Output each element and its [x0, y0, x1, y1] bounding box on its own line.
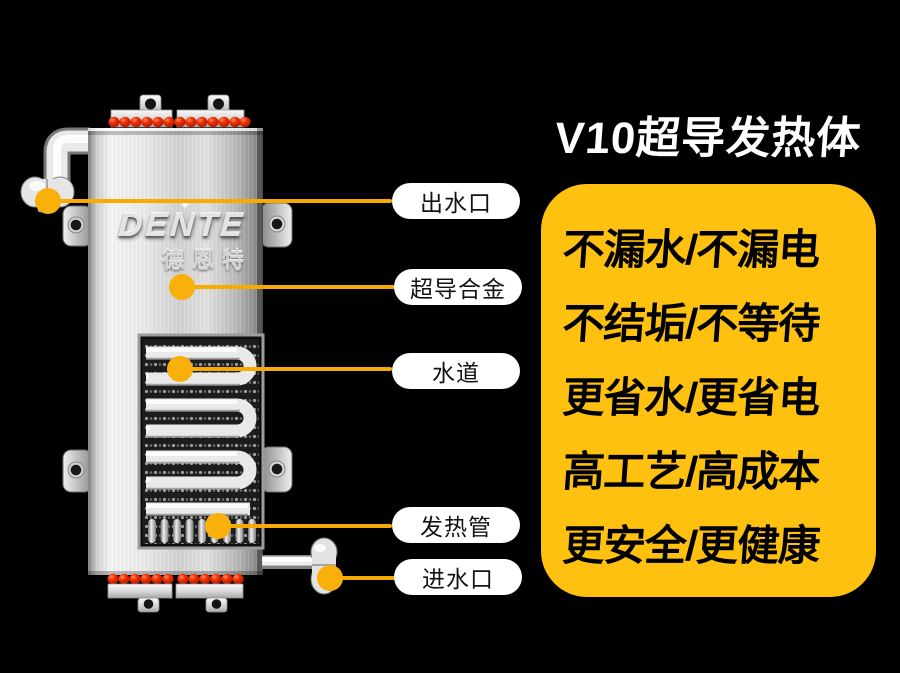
- callout-text: 进水口: [422, 566, 494, 592]
- feature-line: 高工艺/高成本: [561, 447, 822, 495]
- bottom-terminals: [107, 573, 244, 585]
- callout-label-outlet: 出水口: [392, 183, 520, 219]
- callout-line-tube: [218, 524, 392, 528]
- feature-panel: 不漏水/不漏电 不结垢/不等待 更省水/更省电 高工艺/高成本 更安全/更健康: [541, 184, 876, 597]
- callout-line-outlet: [48, 199, 392, 203]
- callout-dot-outlet: [35, 188, 61, 214]
- heating-coil: [146, 346, 257, 516]
- heating-tubes-vertical: [148, 519, 256, 543]
- callout-dot-inlet: [317, 565, 343, 591]
- brand-logo-chinese: 德恩特: [161, 248, 252, 273]
- callout-label-tube: 发热管: [392, 507, 520, 543]
- mounting-ears: [62, 202, 293, 493]
- feature-line: 不结垢/不等待: [561, 299, 822, 347]
- bottom-terminal-blocks: [107, 583, 244, 613]
- product-title: V10超导发热体: [553, 114, 864, 163]
- callout-dot-tube: [205, 513, 231, 539]
- callout-text: 发热管: [420, 514, 492, 540]
- callout-label-alloy: 超导合金: [394, 269, 522, 305]
- callout-label-inlet: 进水口: [394, 559, 522, 595]
- callout-label-channel: 水道: [392, 353, 520, 389]
- top-terminals: [108, 116, 251, 128]
- callout-line-channel: [180, 367, 392, 371]
- callout-dot-alloy: [169, 274, 195, 300]
- callout-text: 水道: [432, 360, 480, 386]
- callout-line-alloy: [182, 285, 395, 289]
- callout-text: 出水口: [420, 190, 492, 216]
- feature-line: 更安全/更健康: [561, 521, 822, 569]
- feature-line: 不漏水/不漏电: [561, 225, 822, 273]
- callout-text: 超导合金: [410, 276, 506, 302]
- outlet-pipe: [20, 127, 90, 213]
- callout-line-inlet: [330, 576, 395, 580]
- feature-line: 更省水/更省电: [561, 373, 822, 421]
- callout-dot-channel: [167, 356, 193, 382]
- sparkle-icon: ✦: [180, 198, 191, 212]
